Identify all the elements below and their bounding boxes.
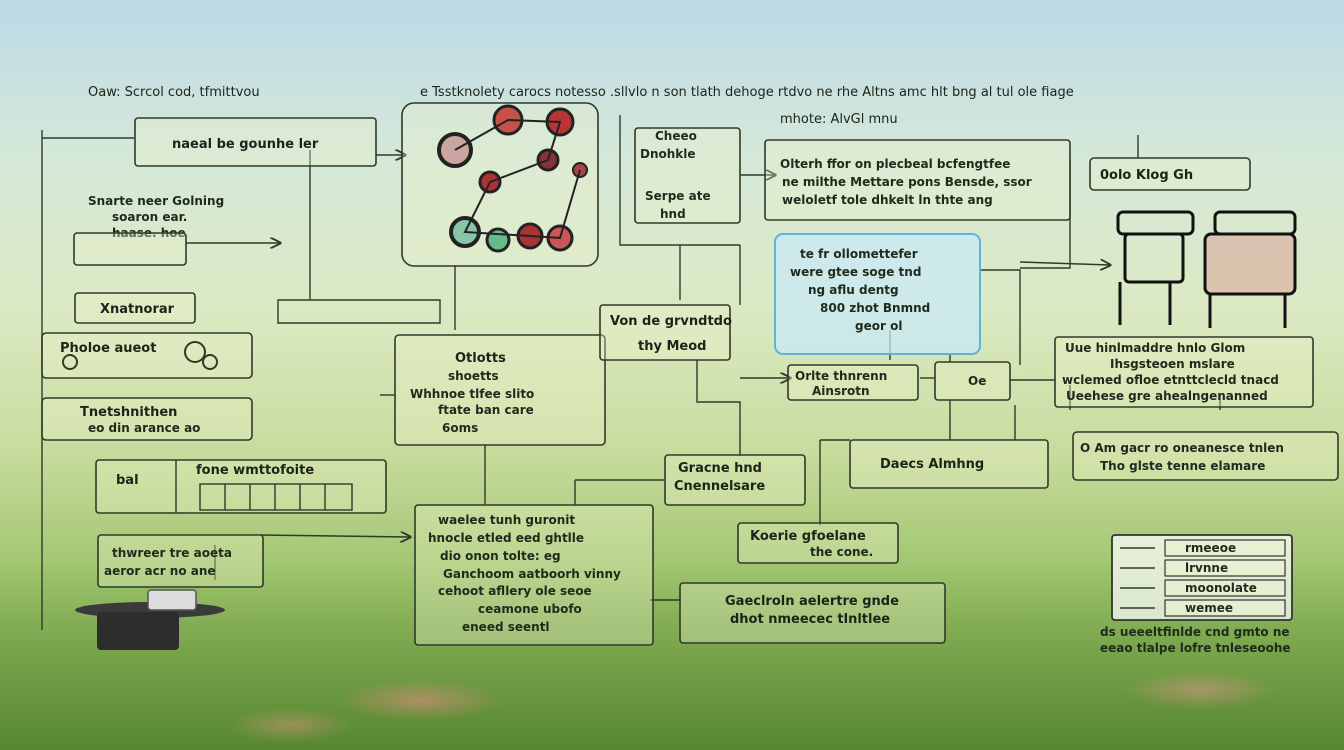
node-6-line-0: bal <box>116 473 139 488</box>
node-box-4 <box>41 332 253 379</box>
node-13-line-1: were gtee soge tnd <box>790 265 921 279</box>
node-1-line-0: naeal be gounhe ler <box>172 137 319 152</box>
node-18-line-1: Tho glste tenne elamare <box>1100 459 1265 473</box>
node-8-line-1: aeror acr no ane <box>104 564 216 578</box>
node-13-line-4: geor ol <box>855 319 902 333</box>
node-25-line-0: rmeeoe <box>1185 541 1236 555</box>
node-12-line-2: weloletf tole dhkelt ln thte ang <box>782 193 993 207</box>
molecule-icon <box>437 104 588 253</box>
node-11-line-1: thy Meod <box>638 339 706 354</box>
node-17-line-0: Uue hinlmaddre hnlo Glom <box>1065 341 1245 355</box>
node-25-line-2: moonolate <box>1185 581 1257 595</box>
node-13-line-2: ng aflu dentg <box>808 283 899 297</box>
node-box-22 <box>737 522 899 564</box>
node-10-line-3: ftate ban care <box>438 403 534 417</box>
node-box-20 <box>664 454 806 506</box>
node-5-line-0: Tnetshnithen <box>80 405 177 420</box>
node-18-line-0: O Am gacr ro oneanesce tnlen <box>1080 441 1284 455</box>
bar-grid-icon <box>199 483 353 511</box>
node-9-line-3: hnd <box>660 207 686 221</box>
node-2: Snarte neer Golning soaron ear. haase. h… <box>73 194 224 266</box>
header-top-banner: e Tsstknolety carocs notesso .sllvlo n s… <box>420 85 1074 100</box>
node-16-line-0: 0olo Klog Gh <box>1100 168 1193 183</box>
gear-cluster-icon <box>62 341 218 370</box>
node-24-line-0: ds ueeeltfinlde cnd gmto ne <box>1100 625 1290 639</box>
node-24-line-1: eeao tlalpe lofre tnleseoohe <box>1100 641 1291 655</box>
node-14-line-1: Ainsrotn <box>812 384 870 398</box>
node-9-line-2: Serpe ate <box>645 189 711 203</box>
node-7-line-0: fone wmttofoite <box>196 463 314 478</box>
node-22-line-1: the cone. <box>810 545 873 559</box>
node-20-line-1: Cnennelsare <box>674 479 765 494</box>
node-box-13 <box>774 233 981 355</box>
node-21-line-2: dio onon tolte: eg <box>440 549 561 563</box>
node-12-line-1: ne milthe Mettare pons Bensde, ssor <box>782 175 1032 189</box>
chair-icon <box>1116 210 1195 325</box>
node-22-line-0: Koerie gfoelane <box>750 529 866 544</box>
node-box-9 <box>634 127 741 224</box>
node-5-line-1: eo din arance ao <box>88 421 200 435</box>
header-left-title: Oaw: Scrcol cod, tfmittvou <box>88 85 260 100</box>
header-sub-banner: mhote: AlvGl mnu <box>780 112 898 127</box>
chair-icon-2 <box>1203 210 1297 328</box>
node-19-line-0: Daecs Almhng <box>880 457 984 472</box>
connectors <box>41 115 1221 630</box>
node-9-line-1: Dnohkle <box>640 147 696 161</box>
node-9-line-0: Cheeo <box>655 129 697 143</box>
node-21-line-5: ceamone ubofo <box>478 602 582 616</box>
node-15-line-0: Oe <box>968 374 986 388</box>
node-21-line-1: hnocle etled eed ghtlle <box>428 531 584 545</box>
node-25-line-3: wemee <box>1185 601 1233 615</box>
node-box-2 <box>73 232 187 266</box>
node-17-line-1: Ihsgsteoen mslare <box>1110 357 1235 371</box>
node-20-line-0: Gracne hnd <box>678 461 762 476</box>
node-box-6 <box>95 459 387 514</box>
node-13-line-0: te fr ollomettefer <box>800 247 918 261</box>
node-10-line-1: shoetts <box>448 369 499 383</box>
node-box-18 <box>1072 431 1339 481</box>
node-12-line-0: Olterh ffor on plecbeal bcfengtfee <box>780 157 1010 171</box>
node-10-line-2: Whhnoe tlfee slito <box>410 387 534 401</box>
node-box-3 <box>74 292 196 324</box>
node-box-10 <box>394 334 606 446</box>
node-box-17 <box>1054 336 1314 408</box>
node-17-line-2: wclemed ofloe etnttclecld tnacd <box>1062 373 1279 387</box>
node-23-line-1: dhot nmeecec tlnltlee <box>730 612 890 627</box>
node-box-1 <box>134 117 377 167</box>
node-25-line-1: lrvnne <box>1185 561 1228 575</box>
node-21-line-6: eneed seentl <box>462 620 550 634</box>
node-2-line-1: soaron ear. <box>112 210 187 224</box>
node-box-15 <box>934 361 1011 401</box>
node-8-line-0: thwreer tre aoeta <box>112 546 232 560</box>
node-23-line-0: Gaeclroln aelertre gnde <box>725 594 899 609</box>
node-box-12 <box>764 139 1071 221</box>
node-21-line-0: waelee tunh guronit <box>438 513 575 527</box>
node-box-19 <box>849 439 1049 489</box>
node-3-line-0: Xnatnorar <box>100 302 175 317</box>
node-box-16 <box>1089 157 1251 191</box>
node-box-8 <box>97 534 264 588</box>
node-box-14 <box>787 364 919 401</box>
node-21-line-4: cehoot afllery ole seoe <box>438 584 592 598</box>
panel-list-icon <box>1111 534 1293 621</box>
node-2-line-0: Snarte neer Golning <box>88 194 224 208</box>
node-11-line-0: Von de grvndtdo <box>610 314 732 329</box>
node-13-line-3: 800 zhot Bnmnd <box>820 301 930 315</box>
node-box-11 <box>599 304 731 361</box>
node-21-line-3: Ganchoom aatboorh vinny <box>443 567 621 581</box>
node-10-line-0: Otlotts <box>455 351 506 366</box>
device-icon <box>75 589 225 650</box>
node-box-5 <box>41 397 253 441</box>
node-14-line-0: Orlte thnrenn <box>795 369 887 383</box>
node-box-21 <box>414 504 654 646</box>
node-box-23 <box>679 582 946 644</box>
node-17-line-3: Ueehese gre ahealngenanned <box>1066 389 1268 403</box>
node-4-line-0: Pholoe aueot <box>60 341 156 356</box>
node-10-line-4: 6oms <box>442 421 478 435</box>
